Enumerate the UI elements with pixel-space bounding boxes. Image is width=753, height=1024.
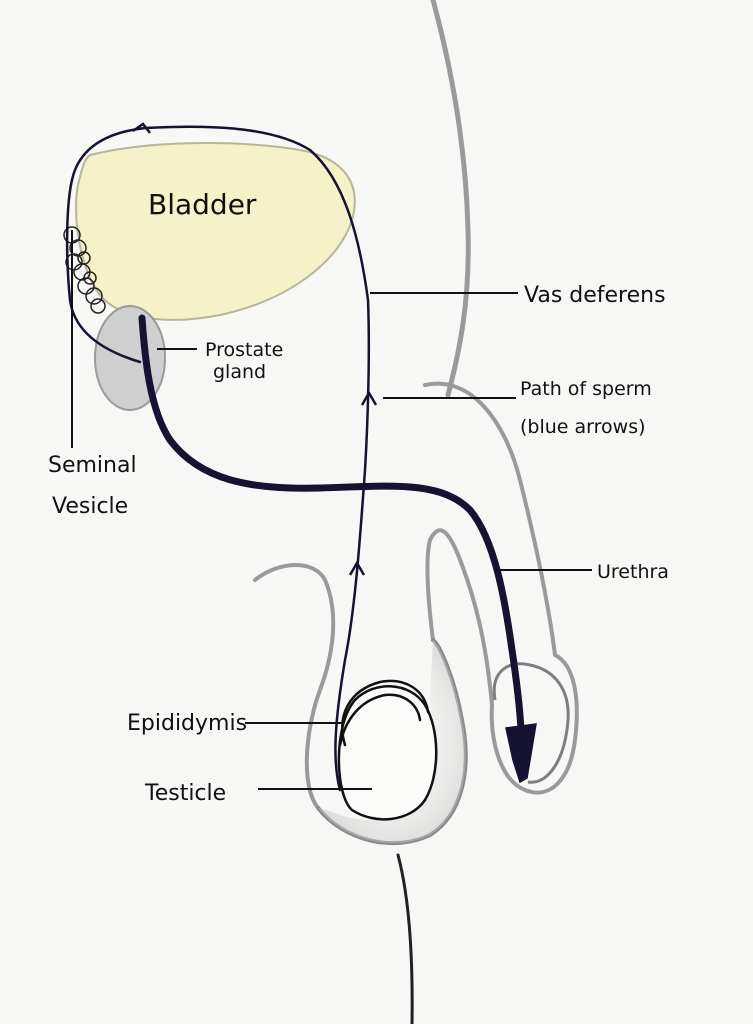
seminal-vesicle-label-line2: Vesicle — [52, 494, 128, 519]
epididymis-shape — [338, 679, 430, 747]
glans-outline — [492, 662, 570, 784]
path-of-sperm-label-line2: (blue arrows) — [520, 416, 646, 438]
testicle-label: Testicle — [144, 781, 226, 806]
testicle-shape — [337, 685, 438, 821]
leg-outline — [396, 853, 414, 1024]
bladder-label: Bladder — [148, 188, 257, 221]
urethra-tip — [505, 723, 537, 784]
epididymis-label: Epididymis — [127, 711, 247, 736]
sperm-arrow-mid — [360, 390, 378, 406]
vas-deferens-label: Vas deferens — [524, 283, 666, 308]
body-back-outline — [430, 0, 471, 398]
penis-outline — [423, 381, 579, 795]
thigh-outline — [253, 563, 336, 812]
sperm-arrow-low — [348, 560, 366, 576]
seminal-vesicle-label-line1: Seminal — [48, 453, 137, 478]
sperm-arrow-top — [132, 122, 151, 134]
urethra-label: Urethra — [597, 561, 669, 583]
urethra-path — [138, 314, 525, 734]
bladder-shape — [75, 142, 356, 321]
prostate-label-line1: Prostate — [205, 339, 283, 361]
prostate-label-line2: gland — [213, 361, 266, 383]
path-of-sperm-label-line1: Path of sperm — [520, 378, 652, 400]
vas-deferens-path — [65, 125, 371, 792]
seminal-vesicle-coils — [63, 226, 106, 314]
